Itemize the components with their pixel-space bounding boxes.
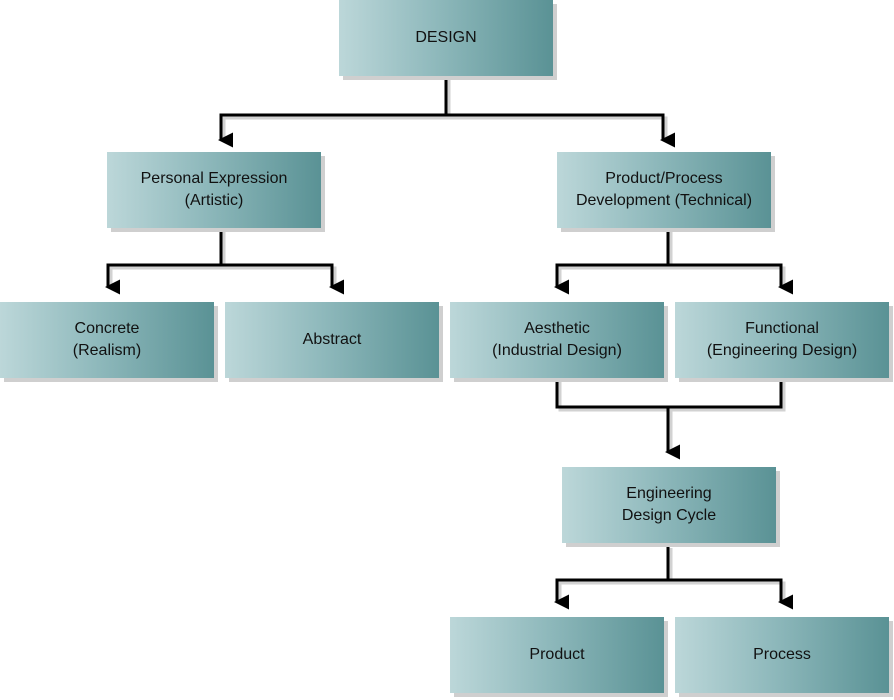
node-aesthetic-subtitle: (Industrial Design) xyxy=(492,342,622,359)
node-product: Product xyxy=(450,617,664,693)
node-personal-expression: Personal Expression (Artistic) xyxy=(107,152,321,228)
node-aesthetic-title: Aesthetic xyxy=(524,320,590,337)
node-aesthetic: Aesthetic (Industrial Design) xyxy=(450,302,664,378)
node-personal-expression-title: Personal Expression xyxy=(140,170,288,187)
node-engineering-cycle-title: Engineering xyxy=(626,485,712,502)
node-abstract: Abstract xyxy=(225,302,439,378)
connector-product-process-to-functional xyxy=(668,263,793,295)
node-functional-title: Functional xyxy=(745,320,819,337)
node-product-process-development: Product/Process Development (Technical) xyxy=(557,152,771,228)
connector-cycle-to-process xyxy=(668,578,793,610)
connector-design-to-personal xyxy=(218,77,448,148)
connector-aesthetic-functional-join xyxy=(555,378,783,409)
node-product-label: Product xyxy=(529,646,585,663)
connector-personal-to-concrete xyxy=(105,228,223,295)
node-abstract-label: Abstract xyxy=(302,331,362,348)
node-process: Process xyxy=(675,617,889,693)
node-engineering-design-cycle: Engineering Design Cycle xyxy=(562,467,776,543)
node-functional-subtitle: (Engineering Design) xyxy=(706,342,858,359)
node-product-process-subtitle: Development (Technical) xyxy=(575,192,753,209)
node-design-label: DESIGN xyxy=(415,29,477,46)
node-personal-expression-subtitle: (Artistic) xyxy=(184,192,244,209)
node-concrete: Concrete (Realism) xyxy=(0,302,214,378)
connector-product-process-to-aesthetic xyxy=(554,228,670,295)
node-design: DESIGN xyxy=(339,0,553,76)
connector-personal-to-abstract xyxy=(221,263,344,295)
connector-cycle-to-product xyxy=(554,545,670,610)
node-engineering-cycle-subtitle: Design Cycle xyxy=(621,507,717,524)
node-process-label: Process xyxy=(753,646,811,663)
node-concrete-subtitle: (Realism) xyxy=(72,342,142,359)
connector-design-to-product-process xyxy=(446,113,675,148)
node-functional: Functional (Engineering Design) xyxy=(675,302,889,378)
node-product-process-title: Product/Process xyxy=(605,170,723,187)
node-concrete-title: Concrete xyxy=(74,320,140,337)
